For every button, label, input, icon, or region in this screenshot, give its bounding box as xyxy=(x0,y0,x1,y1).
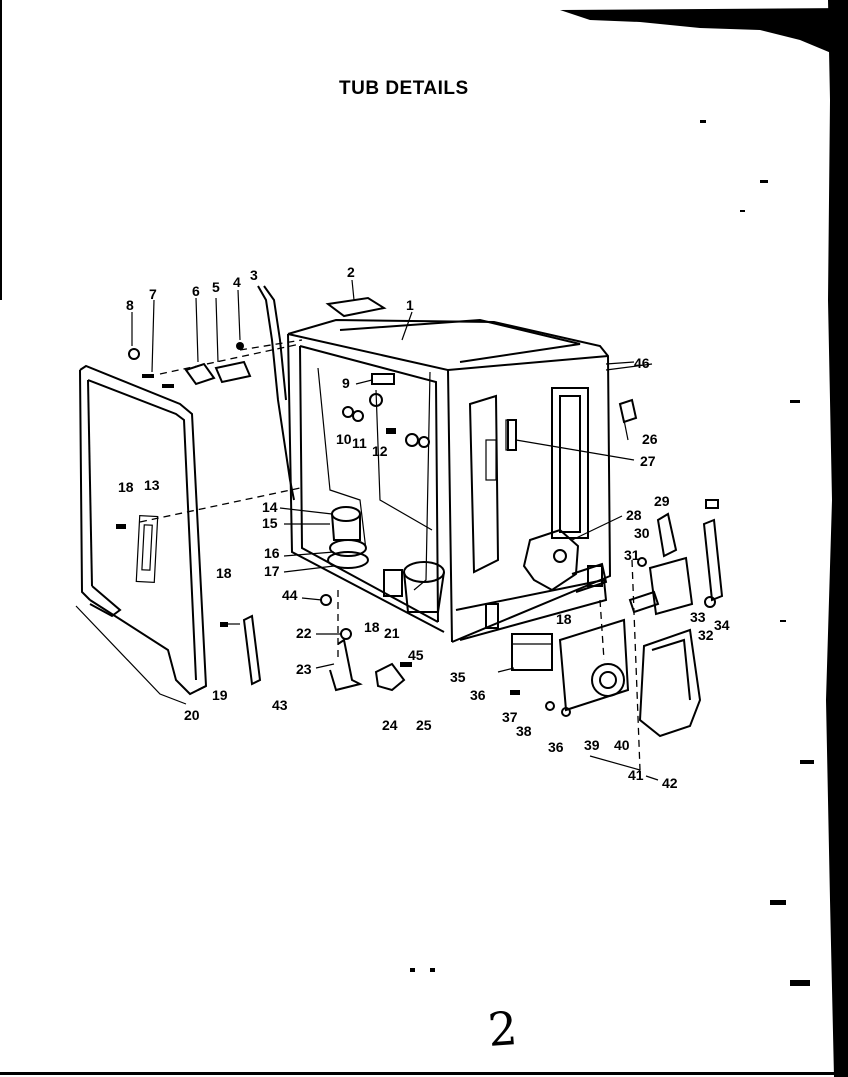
callout-3: 3 xyxy=(250,267,258,283)
callout-22: 22 xyxy=(296,625,312,641)
callout-32: 32 xyxy=(698,627,714,643)
handwritten-page-number: 2 xyxy=(486,1001,520,1057)
callout-31: 31 xyxy=(624,547,640,563)
callout-43: 43 xyxy=(272,697,288,713)
tub-body xyxy=(287,318,612,643)
callout-17: 17 xyxy=(264,563,280,579)
scan-border-bottom xyxy=(0,1072,848,1075)
callout-34: 34 xyxy=(714,617,730,633)
callout-29: 29 xyxy=(654,493,670,509)
scan-border-left xyxy=(0,0,2,300)
callout-44: 44 xyxy=(282,587,298,603)
diagram-title: TUB DETAILS xyxy=(339,78,469,99)
callout-25: 25 xyxy=(416,717,432,733)
leader-lines xyxy=(131,279,659,781)
door-panel xyxy=(75,364,208,705)
hardware-parts xyxy=(116,285,724,738)
callout-38: 38 xyxy=(516,723,532,739)
callout-37: 37 xyxy=(502,709,518,725)
callout-45: 45 xyxy=(408,647,424,663)
callout-33: 33 xyxy=(690,609,706,625)
callout-27: 27 xyxy=(640,453,656,469)
callout-36-upper: 36 xyxy=(470,687,486,703)
callout-12: 12 xyxy=(372,443,388,459)
callout-8: 8 xyxy=(126,297,134,313)
callout-14: 14 xyxy=(262,499,278,515)
callout-4: 4 xyxy=(233,274,241,290)
callout-46: 46 xyxy=(634,355,650,371)
callout-26: 26 xyxy=(642,431,658,447)
callout-6: 6 xyxy=(192,283,200,299)
callout-13: 13 xyxy=(144,477,160,493)
callout-11: 11 xyxy=(352,435,367,451)
callout-9: 9 xyxy=(342,375,350,391)
callout-24: 24 xyxy=(382,717,398,733)
callout-40: 40 xyxy=(614,737,630,753)
callout-35: 35 xyxy=(450,669,466,685)
callout-18-center: 18 xyxy=(364,619,380,635)
callout-18-right: 18 xyxy=(556,611,572,627)
callout-10: 10 xyxy=(336,431,352,447)
callout-15: 15 xyxy=(262,515,278,531)
callout-19: 19 xyxy=(212,687,228,703)
alignment-lines xyxy=(139,339,641,771)
callout-30: 30 xyxy=(634,525,650,541)
callout-5: 5 xyxy=(212,279,220,295)
callout-7: 7 xyxy=(149,286,157,302)
callout-23: 23 xyxy=(296,661,312,677)
callout-42: 42 xyxy=(662,775,678,791)
callout-36-lower: 36 xyxy=(548,739,564,755)
callout-1: 1 xyxy=(406,297,414,313)
callout-2: 2 xyxy=(347,264,355,280)
callout-labels: 1 2 3 4 5 6 7 8 9 10 11 12 13 14 15 16 1… xyxy=(118,264,730,791)
callout-28: 28 xyxy=(626,507,642,523)
scan-noise xyxy=(410,0,848,1077)
callout-41: 41 xyxy=(628,767,644,783)
callout-39: 39 xyxy=(584,737,600,753)
callout-21: 21 xyxy=(384,625,400,641)
callout-18-lower: 18 xyxy=(216,565,232,581)
callout-20: 20 xyxy=(184,707,200,723)
callout-16: 16 xyxy=(264,545,280,561)
callout-18-door: 18 xyxy=(118,479,134,495)
